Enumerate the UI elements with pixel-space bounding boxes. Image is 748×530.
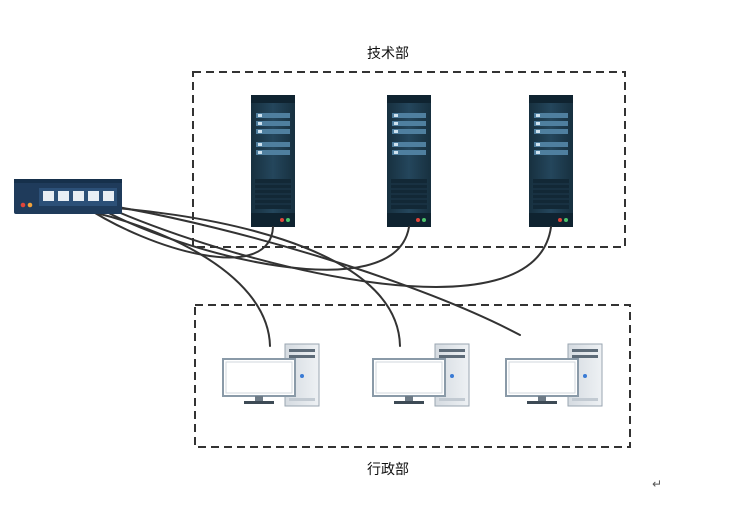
cable-to-server-3 <box>103 205 552 288</box>
paragraph-return-mark: ↵ <box>652 477 662 491</box>
desktop-computer-icon <box>505 343 603 407</box>
network-switch-icon <box>14 179 122 214</box>
desktop-computer-icon <box>372 343 470 407</box>
admin-dept-group-box <box>194 304 631 448</box>
desktop-computer-icon <box>222 343 320 407</box>
admin-dept-label: 行政部 <box>367 462 409 478</box>
server-icon <box>386 94 432 228</box>
tech-dept-label: 技术部 <box>367 46 409 62</box>
server-icon <box>250 94 296 228</box>
cable-to-computer-3 <box>111 205 521 336</box>
tech-dept-group-box <box>192 71 626 248</box>
network-cables <box>57 204 552 347</box>
server-icon <box>528 94 574 228</box>
